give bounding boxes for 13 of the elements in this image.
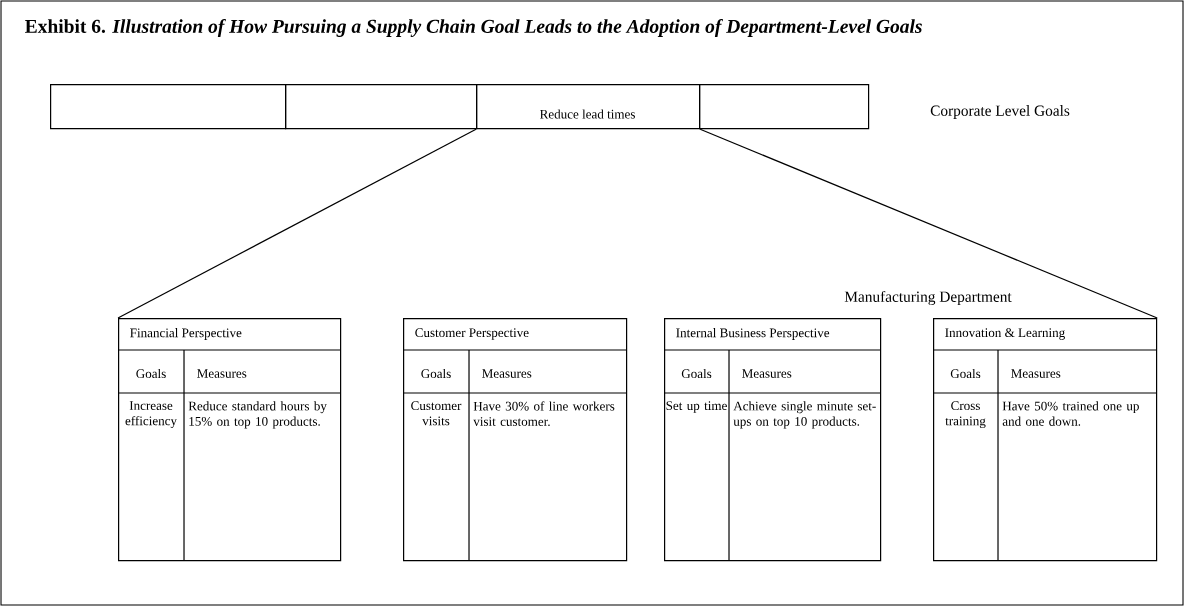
perspective-table: Customer Perspective Goals Measures Customer visits Have 30% of line workers visit customer. — [402, 318, 628, 562]
goal-box: Reduce lead times — [476, 84, 701, 130]
perspective-table: Financial Perspective Goals Measures Increase efficiency Reduce standard hours by 15% on top 10 products. — [117, 318, 342, 562]
level-label: Corporate Level Goals — [930, 105, 1070, 119]
title: Exhibit 6. Illustration of How Pursuing a Supply Chain Goal Leads to the Adoption of Department-Level Goals — [25, 19, 922, 37]
empty-box — [699, 84, 870, 130]
connector-line — [117, 128, 477, 319]
connector-line — [699, 128, 1158, 319]
department-label: Manufacturing Department — [844, 290, 1012, 306]
empty-box — [285, 84, 478, 130]
empty-box — [50, 84, 287, 130]
perspective-table: Innovation & Learning Goals Measures Cross training Have 50% trained one up and one down. — [932, 318, 1158, 562]
perspective-table: Internal Business Perspective Goals Measures Set up time Achieve single minute set-ups on top 10 products. — [663, 318, 882, 562]
